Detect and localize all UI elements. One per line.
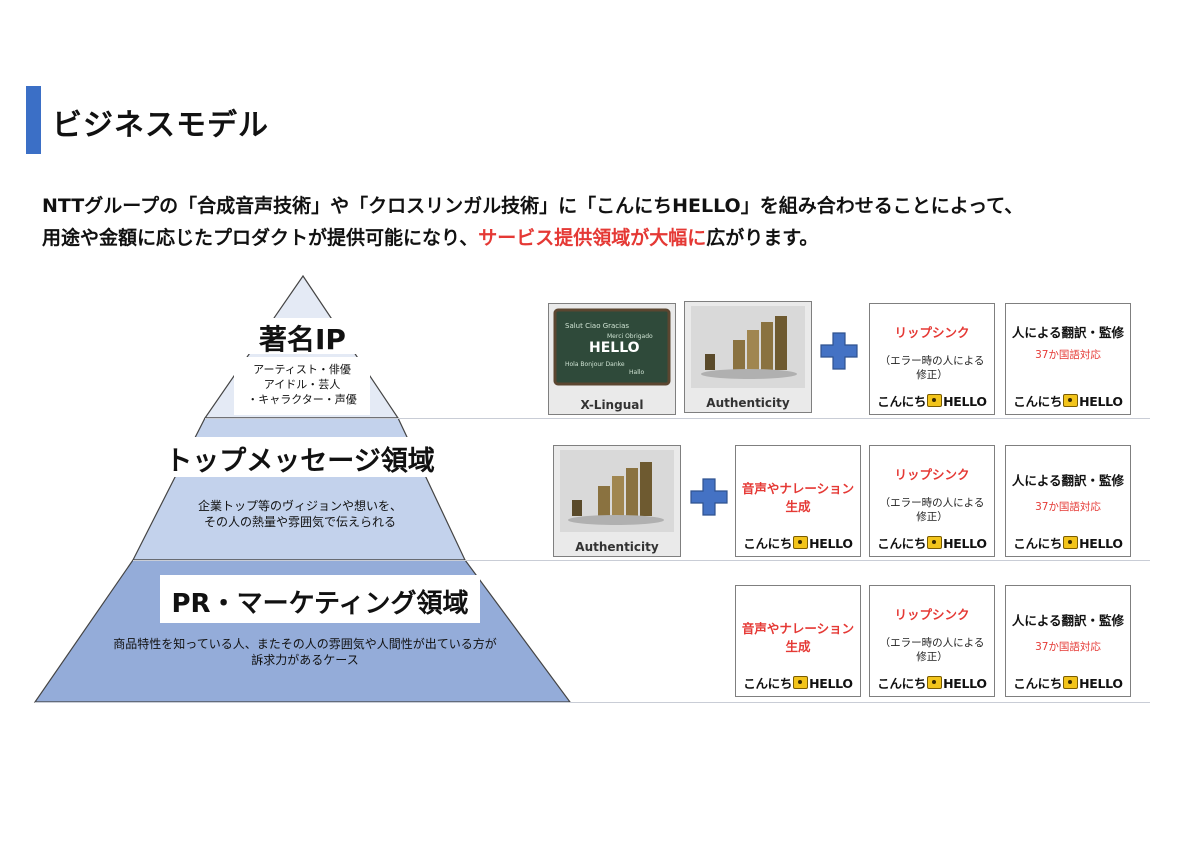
tier3-title-box bbox=[160, 575, 480, 623]
tier3-title: PR・マーケティング領域 bbox=[171, 589, 469, 619]
tier3-desc: 商品特性を知っている人、またその人の雰囲気や人間性が出ている方が 訴求力があるケ… bbox=[113, 637, 497, 667]
intro-text: NTTグループの「合成音声技術」や「クロスリンガル技術」に「こんにちHELLO」… bbox=[42, 190, 1162, 254]
coins-image bbox=[560, 450, 674, 532]
tier2-title-box bbox=[165, 437, 435, 477]
plus-icon bbox=[820, 332, 858, 370]
tier1-title: 著名IP bbox=[259, 323, 346, 356]
hello-logo-icon bbox=[927, 536, 943, 549]
tier1-title-box bbox=[240, 318, 365, 354]
intro-line-2: 用途や金額に応じたプロダクトが提供可能になり、サービス提供領域が大幅に広がります… bbox=[42, 222, 1162, 254]
intro-highlight: サービス提供領域が大幅に bbox=[478, 227, 707, 249]
hello-logo-icon bbox=[927, 676, 943, 689]
tier1-desc: アーティスト・俳優 アイドル・芸人 ・キャラクター・声優 bbox=[247, 363, 357, 406]
intro-line-2-pre: 用途や金額に応じたプロダクトが提供可能になり、 bbox=[42, 227, 479, 249]
authenticity-image: Authenticity bbox=[684, 301, 812, 413]
hello-logo-icon bbox=[1063, 394, 1079, 407]
separator-1 bbox=[205, 418, 1150, 419]
authenticity-label: Authenticity bbox=[575, 540, 659, 554]
authenticity-image: Authenticity bbox=[553, 445, 681, 557]
hello-logo-icon bbox=[1063, 536, 1079, 549]
intro-line-1: NTTグループの「合成音声技術」や「クロスリンガル技術」に「こんにちHELLO」… bbox=[42, 195, 1024, 217]
tier2-title: トップメッセージ領域 bbox=[165, 446, 435, 477]
intro-line-2-post: 広がります。 bbox=[706, 227, 819, 249]
hello-logo-icon bbox=[927, 394, 943, 407]
svg-text:Salut Ciao Gracias: Salut Ciao Gracias bbox=[565, 322, 629, 330]
hello-logo-icon bbox=[1063, 676, 1079, 689]
coins-image bbox=[691, 306, 805, 388]
svg-text:Merci Obrigado: Merci Obrigado bbox=[607, 333, 653, 340]
x-lingual-image: Salut Ciao Gracias Merci Obrigado HELLO … bbox=[548, 303, 676, 415]
hello-logo-icon bbox=[793, 536, 809, 549]
svg-text:HELLO: HELLO bbox=[589, 340, 640, 356]
separator-3 bbox=[35, 702, 1150, 703]
authenticity-label: Authenticity bbox=[706, 396, 790, 410]
x-lingual-label: X-Lingual bbox=[580, 398, 644, 412]
plus-icon bbox=[690, 478, 728, 516]
svg-text:Hola Bonjour Danke: Hola Bonjour Danke bbox=[565, 361, 625, 368]
separator-2 bbox=[133, 560, 1150, 561]
hello-logo-icon bbox=[793, 676, 809, 689]
chalkboard-icon: Salut Ciao Gracias Merci Obrigado HELLO … bbox=[553, 308, 671, 386]
tier1-desc-box bbox=[234, 357, 370, 415]
tier2-desc: 企業トップ等のヴィジョンや想いを、 その人の熱量や雰囲気で伝えられる bbox=[197, 499, 402, 529]
title-accent-bar bbox=[26, 86, 41, 154]
page-title: ビジネスモデル bbox=[52, 108, 269, 143]
svg-text:Hallo: Hallo bbox=[629, 369, 645, 376]
